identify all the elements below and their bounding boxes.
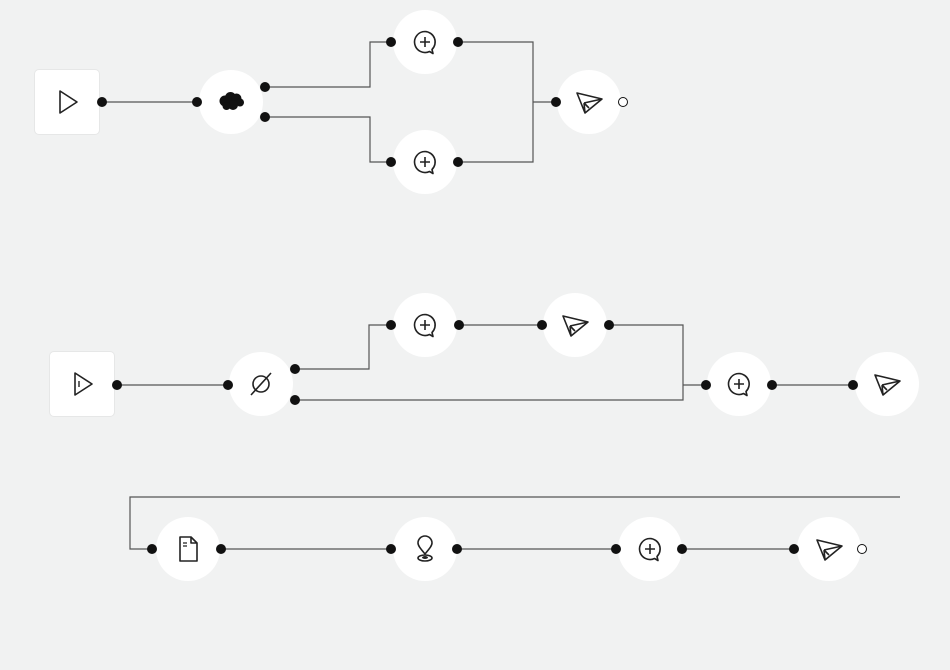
flow2-send-node-final[interactable] [855,352,919,416]
port-out[interactable] [453,157,463,167]
port-out-open[interactable] [618,97,628,107]
port-out[interactable] [454,320,464,330]
paper-plane-icon [573,86,605,118]
flow3-document-node[interactable] [156,517,220,581]
flow3-add-comment-node[interactable] [618,517,682,581]
port-in[interactable] [386,544,396,554]
flow2-add-comment-node-upper[interactable] [393,293,457,357]
port-out-open[interactable] [857,544,867,554]
port-out[interactable] [290,395,300,405]
port-out[interactable] [260,112,270,122]
link [265,41,391,88]
flow1-add-comment-node-bottom[interactable] [393,130,457,194]
add-comment-icon [409,26,441,58]
flow1-add-comment-node-top[interactable] [393,10,457,74]
link [129,496,900,550]
port-in[interactable] [386,320,396,330]
port-out[interactable] [97,97,107,107]
flow1-play-trigger-node[interactable] [35,70,99,134]
port-out[interactable] [677,544,687,554]
link [295,324,684,401]
play-icon [51,86,83,118]
port-out[interactable] [453,37,463,47]
flow3-location-node[interactable] [393,517,457,581]
empty-set-icon [245,368,277,400]
port-in[interactable] [789,544,799,554]
add-comment-icon [409,309,441,341]
document-icon [172,533,204,565]
paper-plane-icon [813,533,845,565]
port-in[interactable] [386,157,396,167]
flow2-condition-node[interactable] [229,352,293,416]
port-in[interactable] [537,320,547,330]
port-in[interactable] [147,544,157,554]
port-in[interactable] [611,544,621,554]
port-in[interactable] [551,97,561,107]
flow2-send-node-upper[interactable] [543,293,607,357]
port-out[interactable] [452,544,462,554]
play-cursor-icon [66,368,98,400]
port-out[interactable] [112,380,122,390]
flow1-salesforce-node[interactable] [199,70,263,134]
flow2-add-comment-node-merge[interactable] [707,352,771,416]
add-comment-icon [634,533,666,565]
port-out[interactable] [290,364,300,374]
flow1-send-node[interactable] [557,70,621,134]
port-in[interactable] [701,380,711,390]
add-comment-icon [723,368,755,400]
port-out[interactable] [216,544,226,554]
flow2-play-trigger-node[interactable] [50,352,114,416]
link [265,116,391,163]
location-pin-icon [409,533,441,565]
paper-plane-icon [559,309,591,341]
add-comment-icon [409,146,441,178]
paper-plane-icon [871,368,903,400]
link [458,41,534,163]
port-out[interactable] [767,380,777,390]
salesforce-cloud-icon [215,86,247,118]
port-out[interactable] [604,320,614,330]
port-in[interactable] [848,380,858,390]
port-out[interactable] [260,82,270,92]
port-in[interactable] [223,380,233,390]
link [295,324,391,370]
port-in[interactable] [386,37,396,47]
port-in[interactable] [192,97,202,107]
flow3-send-node[interactable] [797,517,861,581]
